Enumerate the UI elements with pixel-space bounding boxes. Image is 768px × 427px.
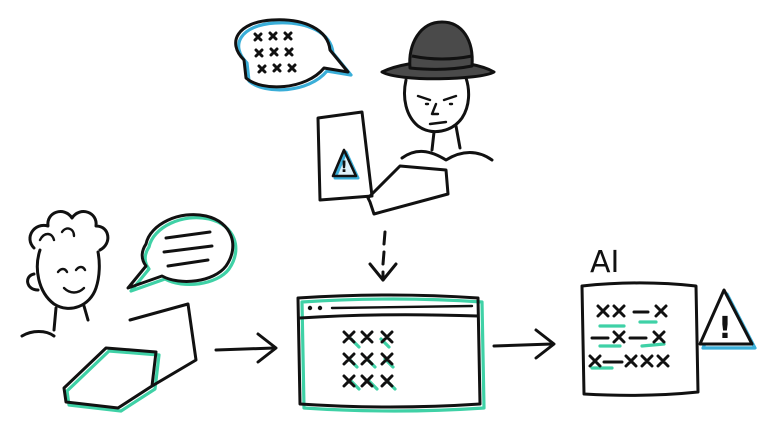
warning-label: !	[340, 157, 347, 176]
arrow-right-icon	[492, 328, 556, 360]
attacker-icon	[380, 20, 496, 162]
warning-icon: !	[698, 288, 757, 350]
warning-icon: !	[331, 148, 360, 180]
dashed-arrow-down-icon	[368, 230, 398, 282]
attacker-laptop: !	[316, 110, 450, 216]
user-icon	[20, 210, 110, 338]
warning-label: !	[718, 311, 732, 346]
hidden-payload-icon	[253, 31, 297, 74]
hat-icon	[380, 20, 496, 81]
attacker-speech-bubble	[234, 18, 353, 92]
corrupted-output-icon	[588, 304, 670, 370]
ai-document-icon: AI !	[580, 245, 757, 397]
user-speech-bubble	[126, 213, 238, 293]
web-page-icon	[296, 293, 486, 413]
hidden-payload-icon	[342, 330, 397, 391]
user-laptop	[62, 302, 198, 413]
arrow-right-icon	[214, 332, 278, 364]
ai-label: AI	[590, 245, 619, 280]
